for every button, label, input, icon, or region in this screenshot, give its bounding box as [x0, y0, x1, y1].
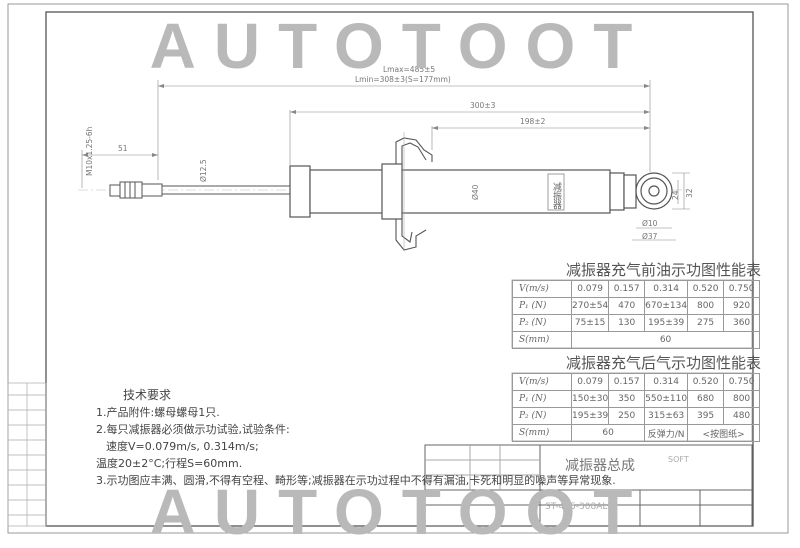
watermark-bottom: AUTOTOOT: [149, 476, 651, 548]
technical-requirements: 技术要求 1.产品附件:螺母螺母1只. 2.每只减振器必须做示功试验,试验条件:…: [96, 387, 616, 489]
table-cell: 75±15: [570, 314, 610, 332]
table-cell: V(m/s): [512, 280, 572, 298]
table-cell: 550±110: [644, 390, 689, 408]
table-row: P₂ (N) 75±15 130 195±39 275 360: [512, 314, 761, 332]
table2-caption: 减振器充气后气示功图性能表: [566, 354, 762, 372]
dim-lmax: Lmax=485±5: [383, 65, 435, 74]
table-cell: 0.520: [687, 373, 725, 391]
table-cell: 670±134: [644, 297, 689, 315]
table-row: S(mm) 60 反弹力/N <按图纸>: [512, 424, 761, 442]
table1: V(m/s) 0.079 0.157 0.314 0.520 0.750 P₁ …: [512, 280, 761, 349]
table-row: S(mm) 60: [512, 331, 761, 349]
dim-thread: M10x1.25-6h: [85, 126, 94, 176]
requirement-line: 1.产品附件:螺母螺母1只.: [96, 406, 220, 419]
table-cell: 315±63: [644, 407, 689, 425]
dim-d40: Ø40: [471, 184, 480, 200]
table-cell: 0.520: [687, 280, 725, 298]
piston-rod: [109, 181, 290, 199]
table-cell: 680: [687, 390, 725, 408]
table-cell: P₁ (N): [512, 297, 572, 315]
title-block-code: ST-485-308ALL: [545, 502, 613, 512]
table-cell: 0.314: [644, 280, 689, 298]
dim-32: 32: [685, 188, 694, 198]
table-cell: 275: [687, 314, 725, 332]
table-cell: 60: [570, 331, 761, 349]
title-block-label: 减振器总成: [565, 458, 635, 474]
table-cell: 360: [723, 314, 761, 332]
title-block-sub: SOFT: [668, 455, 689, 464]
table1-caption: 减振器充气前油示功图性能表: [566, 261, 762, 279]
dimension-lines: [81, 80, 690, 241]
dimension-arrows: [82, 84, 650, 157]
main-tube: [289, 163, 625, 220]
dim-300: 300±3: [470, 101, 496, 110]
table-cell: 920: [723, 297, 761, 315]
dim-lmin: Lmin=308±3(S=177mm): [355, 75, 451, 84]
table-cell: 0.314: [644, 373, 689, 391]
dim-d12: Ø12.5: [199, 159, 208, 182]
left-stamp-grid: [7, 382, 47, 527]
requirement-line: 2.每只减振器必须做示功试验,试验条件:: [96, 423, 290, 436]
dim-d37: Ø37: [642, 232, 658, 241]
dim-198: 198±2: [520, 117, 546, 126]
drawing-sheet: 减振器 Lmax=485±5: [7, 3, 789, 544]
technical-drawing: 减振器 Lmax=485±5: [7, 3, 789, 534]
table-cell: 470: [608, 297, 646, 315]
table-cell: 0.157: [608, 280, 646, 298]
table-cell: 反弹力/N: [644, 424, 689, 442]
requirement-line: 3.示功图应丰满、圆滑,不得有空程、畸形等;减振器在示功过程中不得有漏油,卡死和…: [96, 474, 616, 487]
watermark-top: AUTOTOOT: [149, 10, 651, 82]
table-cell: <按图纸>: [687, 424, 761, 442]
requirements-title: 技术要求: [123, 388, 172, 402]
table-cell: 0.750: [723, 280, 761, 298]
table-cell: 195±39: [644, 314, 689, 332]
table-row: V(m/s) 0.079 0.157 0.314 0.520 0.750: [512, 280, 761, 298]
table-cell: 800: [687, 297, 725, 315]
table-cell: 0.750: [723, 373, 761, 391]
outer-frame: [7, 3, 789, 534]
table-cell: 395: [687, 407, 725, 425]
table-cell: 60: [570, 424, 646, 442]
dim-d10: Ø10: [642, 219, 658, 228]
dim-24: 24: [671, 190, 680, 200]
title-block: [424, 444, 753, 527]
body-label: 减振器: [551, 181, 562, 209]
table2: V(m/s) 0.079 0.157 0.314 0.520 0.750 P₁ …: [512, 373, 761, 442]
table-cell: P₂ (N): [512, 314, 572, 332]
table-row: P₁ (N) 270±54 470 670±134 800 920: [512, 297, 761, 315]
body-label-box: [547, 173, 565, 211]
table-cell: 480: [723, 407, 761, 425]
inner-frame: [45, 11, 754, 527]
dim-51: 51: [118, 144, 128, 153]
table-cell: 800: [723, 390, 761, 408]
table-cell: 130: [608, 314, 646, 332]
table-row: V(m/s) 0.079 0.157 0.314 0.520 0.750: [512, 373, 761, 391]
requirement-line: 速度V=0.079m/s, 0.314m/s;: [106, 440, 259, 453]
table-cell: 0.079: [570, 280, 610, 298]
requirement-line: 温度20±2°C;行程S=60mm.: [96, 457, 243, 470]
spring-seat-bracket: [395, 132, 433, 251]
eye-mount: [623, 172, 673, 210]
table-cell: 270±54: [570, 297, 610, 315]
table-cell: S(mm): [512, 331, 572, 349]
